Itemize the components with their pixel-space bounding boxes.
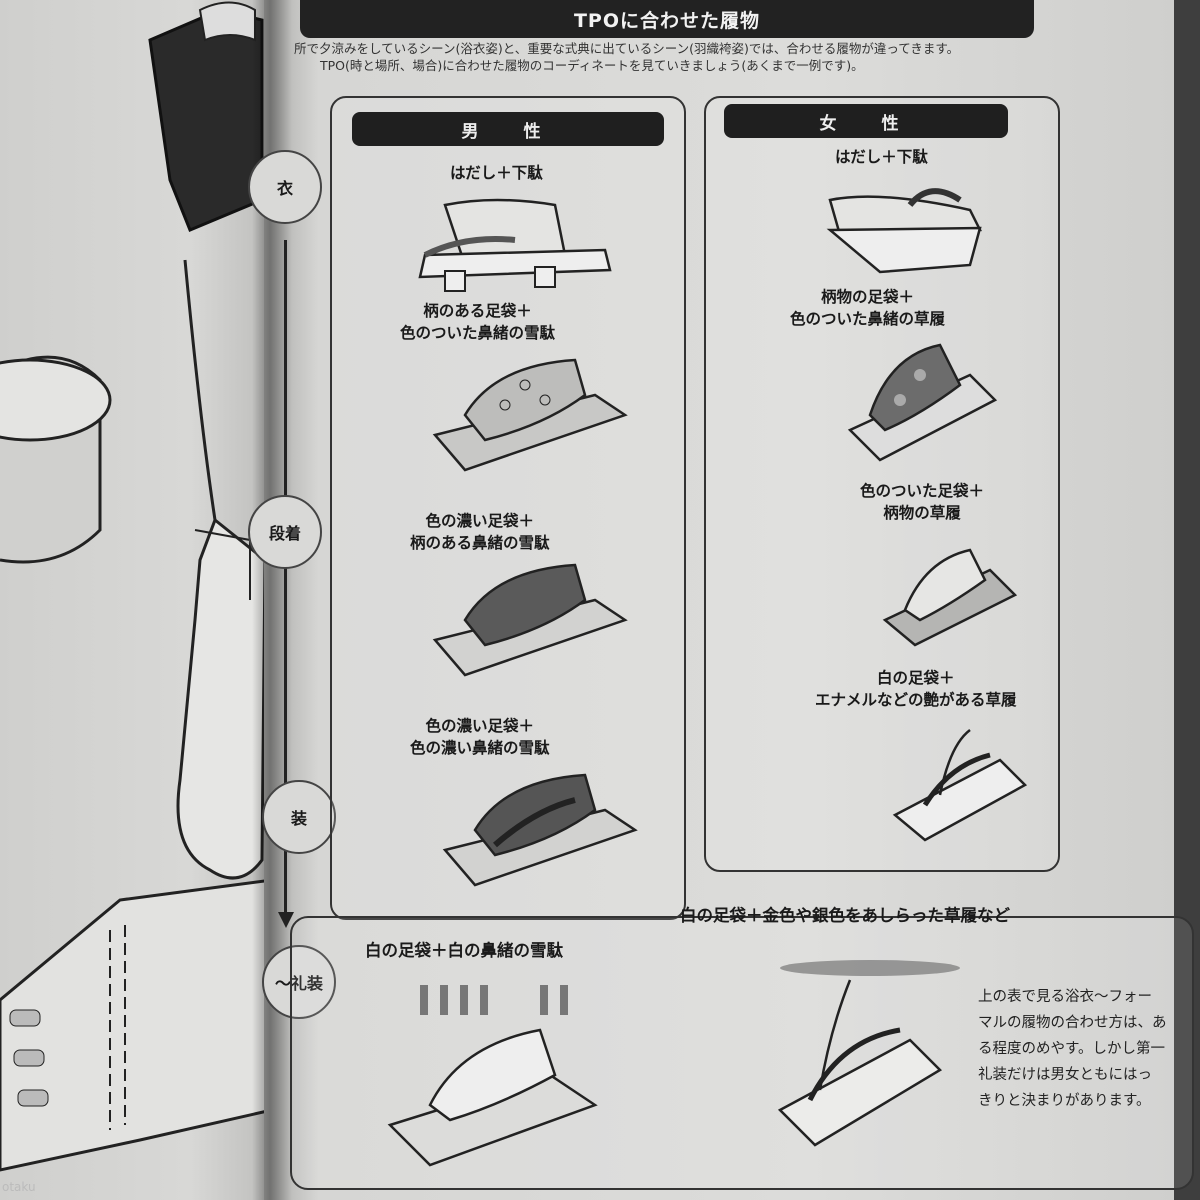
intro-line: TPO(時と場所、場合)に合わせた履物のコーディネートを見ていきましょう(あくま… — [320, 58, 864, 73]
side-label-dress: 装 — [262, 780, 336, 854]
zori-illustration — [882, 548, 1018, 647]
formal-male-caption: 白の足袋＋白の鼻緒の雪駄 — [365, 941, 563, 960]
watermark: otaku — [2, 1180, 36, 1194]
right-page — [264, 0, 1174, 1200]
left-page: otaku — [0, 0, 272, 1200]
zori-illustration — [892, 729, 1028, 842]
intro-line: 所で夕涼みをしているシーン(浴衣姿)と、重要な式典に出ているシーン(羽織袴姿)で… — [294, 41, 960, 56]
formal-setta-illustration — [387, 985, 598, 1167]
setta-illustration — [442, 773, 638, 887]
female-item-3-caption: 色のついた足袋＋ 柄物の草履 — [860, 482, 985, 522]
page-title: TPOに合わせた履物 — [300, 0, 1034, 38]
geta-illustration — [418, 198, 612, 292]
formality-arrow — [284, 240, 287, 920]
male-item-1-caption: はだし＋下駄 — [450, 164, 543, 182]
male-header: 男 性 — [352, 112, 664, 146]
geta-illustration — [826, 188, 982, 274]
female-item-2-caption: 柄物の足袋＋ 色のついた鼻緒の草履 — [790, 288, 946, 328]
side-label-casual: 衣 — [248, 150, 322, 224]
formality-arrow-head — [278, 912, 294, 928]
intro-text: 所で夕涼みをしているシーン(浴衣姿)と、重要な式典に出ているシーン(羽織袴姿)で… — [280, 40, 1050, 74]
female-header: 女 性 — [724, 104, 1008, 138]
side-label-formal: 〜礼装 — [262, 945, 336, 1019]
zori-illustration — [847, 343, 998, 462]
male-item-2-caption: 柄のある足袋＋ 色のついた鼻緒の雪駄 — [400, 302, 556, 342]
female-item-4-caption: 白の足袋＋ エナメルなどの艶がある草履 — [815, 669, 1017, 709]
setta-illustration — [432, 358, 628, 472]
formal-note: 上の表で見る浴衣〜フォー マルの履物の合わせ方は、あ る程度のめやす。しかし第一… — [978, 989, 1167, 1109]
formal-zori-illustration — [777, 960, 960, 1147]
male-item-3-caption: 色の濃い足袋＋ 柄のある鼻緒の雪駄 — [410, 512, 550, 552]
female-item-1-caption: はだし＋下駄 — [835, 148, 928, 166]
male-item-4-caption: 色の濃い足袋＋ 色の濃い鼻緒の雪駄 — [410, 717, 550, 757]
side-label-everyday: 段着 — [248, 495, 322, 569]
setta-illustration — [432, 563, 628, 677]
kimono-illustration — [0, 1, 272, 1172]
formal-female-caption: 白の足袋＋金色や銀色をあしらった草履など — [680, 906, 1010, 925]
